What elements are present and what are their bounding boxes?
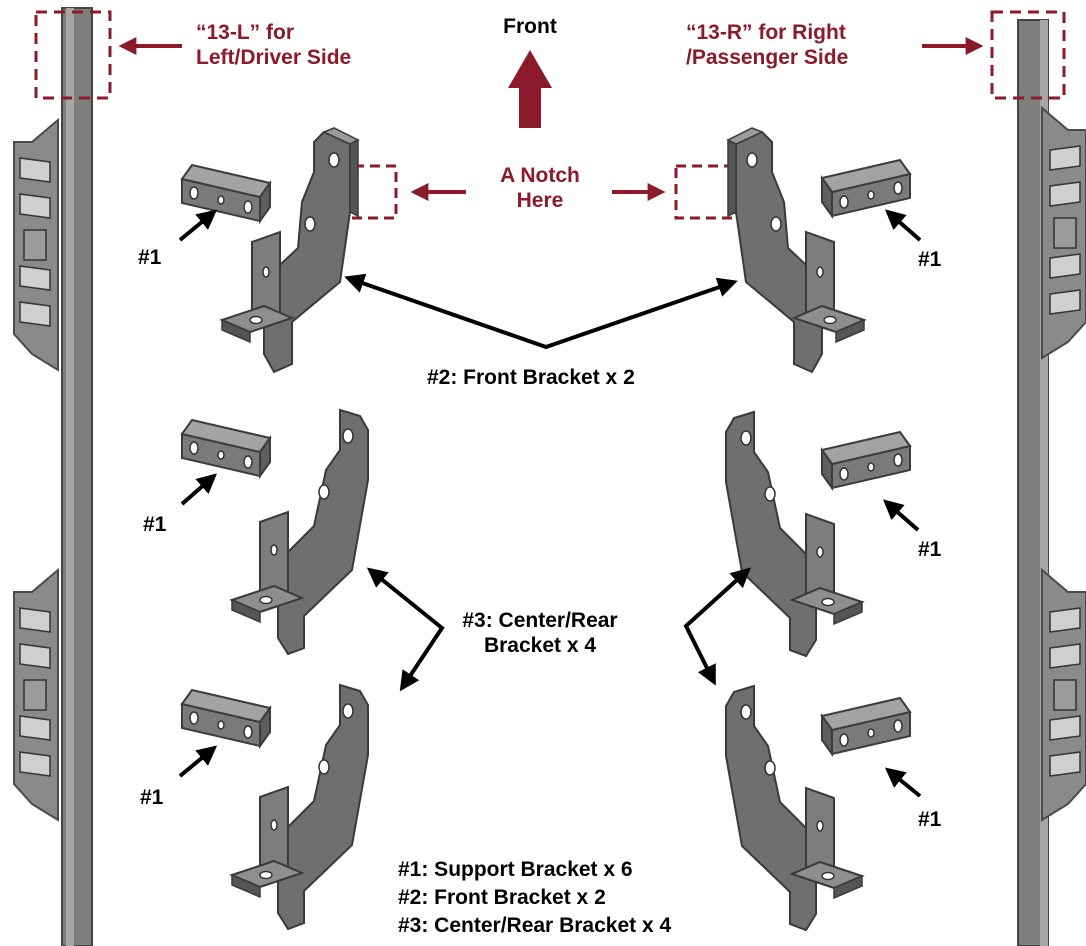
left-side-marker-label: “13-L” for Left/Driver Side bbox=[196, 21, 352, 70]
legend-item-support: #1: Support Bracket x 6 bbox=[398, 858, 633, 881]
front-bracket-arrows bbox=[344, 273, 738, 350]
right-notch-box bbox=[674, 164, 736, 220]
front-label: Front bbox=[503, 15, 557, 38]
front-bracket-label: #2: Front Bracket x 2 bbox=[427, 366, 635, 389]
support-bracket-right-2 bbox=[821, 431, 911, 489]
notch-label: A Notch Here bbox=[500, 164, 580, 213]
support-tag-left-2: #1 bbox=[143, 513, 167, 536]
support-bracket-left-3 bbox=[181, 689, 271, 747]
front-bracket-right bbox=[727, 127, 865, 373]
support-bracket-left-1 bbox=[181, 164, 271, 222]
support-tag-left-1: #1 bbox=[138, 246, 162, 269]
legend-item-center-rear: #3: Center/Rear Bracket x 4 bbox=[398, 914, 672, 937]
support-bracket-left-2 bbox=[181, 419, 271, 477]
support-bracket-right-1 bbox=[821, 159, 911, 217]
support-tag-arrows bbox=[178, 209, 922, 798]
right-running-board bbox=[1017, 19, 1086, 946]
support-bracket-right-3 bbox=[821, 697, 911, 755]
center-rear-bracket-label: #3: Center/Rear Bracket x 4 bbox=[462, 609, 618, 658]
support-tag-right-3: #1 bbox=[918, 808, 942, 831]
right-marker-box bbox=[990, 10, 1066, 100]
right-side-marker-label: “13-R” for Right /Passenger Side bbox=[686, 21, 849, 70]
center-rear-arrows bbox=[366, 567, 751, 692]
support-tag-right-2: #1 bbox=[918, 538, 942, 561]
parts-legend: #1: Support Bracket x 6 #2: Front Bracke… bbox=[398, 856, 671, 940]
support-tag-right-1: #1 bbox=[918, 248, 942, 271]
left-running-board bbox=[13, 7, 93, 946]
left-marker-box bbox=[34, 10, 112, 100]
legend-item-front: #2: Front Bracket x 2 bbox=[398, 886, 606, 909]
front-bracket-left bbox=[221, 127, 359, 373]
front-direction-arrow bbox=[508, 50, 552, 128]
support-tag-left-3: #1 bbox=[140, 786, 164, 809]
